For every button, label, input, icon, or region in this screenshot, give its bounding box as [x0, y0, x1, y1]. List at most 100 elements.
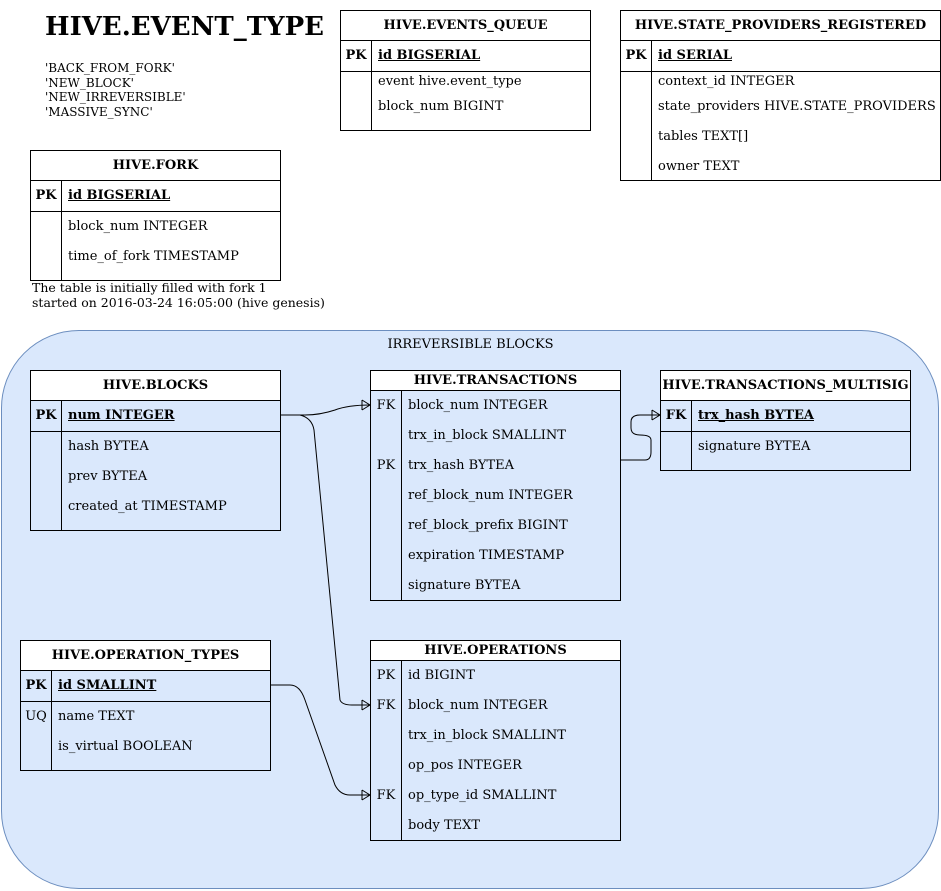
field-name: owner TEXT: [658, 159, 740, 174]
field-row: event hive.event_type: [341, 72, 590, 97]
operations-table: HIVE.OPERATIONS PK id BIGINT FK block_nu…: [370, 640, 621, 841]
field-row: trx_in_block SMALLINT: [371, 421, 620, 451]
field-row: FK op_type_id SMALLINT: [371, 781, 620, 811]
field-row: created_at TIMESTAMP: [31, 492, 280, 522]
field-row: time_of_fork TIMESTAMP: [31, 242, 280, 272]
field-row: prev BYTEA: [31, 462, 280, 492]
field-row: ref_block_num INTEGER: [371, 481, 620, 511]
table-title: HIVE.TRANSACTIONS_MULTISIG: [661, 371, 910, 401]
field-name: tables TEXT[]: [658, 129, 749, 144]
field-name: ref_block_prefix BIGINT: [408, 518, 568, 533]
field-row: block_num BIGINT: [341, 97, 590, 122]
field-row: hash BYTEA: [31, 432, 280, 462]
field-row: context_id INTEGER: [621, 72, 940, 97]
key-marker: PK: [376, 458, 396, 473]
field-name: block_num BIGINT: [378, 99, 504, 114]
column-divider: [651, 41, 652, 180]
field-name: op_pos INTEGER: [408, 758, 522, 773]
field-row: signature BYTEA: [661, 432, 910, 462]
field-name: created_at TIMESTAMP: [68, 499, 227, 514]
field-row: is_virtual BOOLEAN: [21, 732, 270, 762]
field-name: signature BYTEA: [408, 578, 521, 593]
key-marker: PK: [25, 678, 47, 693]
field-name: is_virtual BOOLEAN: [58, 739, 193, 754]
field-name: trx_hash BYTEA: [698, 408, 814, 423]
field-row: owner TEXT: [621, 157, 940, 187]
connector-blocks-transactions: [281, 404, 371, 416]
pk-row: PK id SMALLINT: [21, 671, 270, 702]
table-title: HIVE.OPERATIONS: [371, 641, 620, 661]
crowfoot-marker: [361, 699, 371, 711]
field-row: ref_block_prefix BIGINT: [371, 511, 620, 541]
crowfoot-marker: [651, 409, 661, 421]
blocks-table: HIVE.BLOCKS PK num INTEGER hash BYTEA pr…: [30, 370, 281, 531]
field-name: op_type_id SMALLINT: [408, 788, 557, 803]
enum-value: 'MASSIVE_SYNC': [45, 104, 153, 119]
pk-row: PK num INTEGER: [31, 401, 280, 432]
event-type-title: HIVE.EVENT_TYPE: [45, 12, 324, 42]
column-divider: [51, 671, 52, 770]
pk-row: FK trx_hash BYTEA: [661, 401, 910, 432]
table-title: HIVE.TRANSACTIONS: [371, 371, 620, 391]
key-marker: PK: [376, 668, 396, 683]
column-divider: [401, 661, 402, 840]
field-name: expiration TIMESTAMP: [408, 548, 565, 563]
field-name: body TEXT: [408, 818, 481, 833]
enum-value: 'BACK_FROM_FORK': [45, 61, 175, 75]
events-queue-table: HIVE.EVENTS_QUEUE PK id BIGSERIAL event …: [340, 10, 591, 131]
field-name: ref_block_num INTEGER: [408, 488, 573, 503]
field-name: id SERIAL: [658, 48, 732, 63]
table-title: HIVE.EVENTS_QUEUE: [341, 11, 590, 41]
key-marker: PK: [345, 48, 367, 63]
note-line: The table is initially filled with fork …: [32, 280, 267, 295]
field-name: name TEXT: [58, 709, 135, 724]
field-name: trx_in_block SMALLINT: [408, 728, 566, 743]
connector-transactions-multisig: [621, 414, 660, 461]
field-name: id BIGSERIAL: [68, 188, 171, 203]
region-label: IRREVERSIBLE BLOCKS: [387, 337, 554, 352]
table-title: HIVE.FORK: [31, 151, 280, 181]
pk-row: PK id SERIAL: [621, 41, 940, 72]
field-row: op_pos INTEGER: [371, 751, 620, 781]
connector-optypes-operations: [271, 684, 370, 796]
field-row: PK id BIGINT: [371, 661, 620, 691]
enum-value: 'NEW_IRREVERSIBLE': [45, 90, 186, 104]
field-row: trx_in_block SMALLINT: [371, 721, 620, 751]
field-name: id BIGINT: [408, 668, 475, 683]
key-marker: FK: [376, 398, 396, 413]
pk-row: PK id BIGSERIAL: [31, 181, 280, 212]
state-providers-table: HIVE.STATE_PROVIDERS_REGISTERED PK id SE…: [620, 10, 941, 181]
fork-table: HIVE.FORK PK id BIGSERIAL block_num INTE…: [30, 150, 281, 281]
field-row: signature BYTEA: [371, 571, 620, 601]
field-name: hash BYTEA: [68, 439, 149, 454]
key-marker: PK: [625, 48, 647, 63]
field-row: tables TEXT[]: [621, 127, 940, 157]
transactions-table: HIVE.TRANSACTIONS FK block_num INTEGER t…: [370, 370, 621, 601]
key-marker: PK: [35, 408, 57, 423]
field-row: UQ name TEXT: [21, 702, 270, 732]
column-divider: [691, 401, 692, 470]
key-marker: PK: [35, 188, 57, 203]
fork-note: The table is initially filled with fork …: [32, 280, 325, 310]
field-name: state_providers HIVE.STATE_PROVIDERS: [658, 99, 936, 114]
transactions-multisig-table: HIVE.TRANSACTIONS_MULTISIG FK trx_hash B…: [660, 370, 911, 471]
field-name: time_of_fork TIMESTAMP: [68, 249, 239, 264]
operation-types-table: HIVE.OPERATION_TYPES PK id SMALLINT UQ n…: [20, 640, 271, 771]
column-divider: [61, 181, 62, 280]
field-name: trx_hash BYTEA: [408, 458, 515, 473]
key-marker: UQ: [25, 709, 47, 724]
field-name: signature BYTEA: [698, 439, 811, 454]
field-row: FK block_num INTEGER: [371, 691, 620, 721]
connector-blocks-operations: [281, 414, 370, 706]
table-title: HIVE.BLOCKS: [31, 371, 280, 401]
key-marker: FK: [376, 788, 396, 803]
note-line: started on 2016-03-24 16:05:00 (hive gen…: [32, 294, 325, 310]
field-name: block_num INTEGER: [408, 698, 548, 713]
field-name: id BIGSERIAL: [378, 48, 481, 63]
column-divider: [401, 391, 402, 600]
field-name: prev BYTEA: [68, 469, 148, 484]
enum-value: 'NEW_BLOCK': [45, 75, 134, 90]
event-type-values: 'BACK_FROM_FORK' 'NEW_BLOCK' 'NEW_IRREVE…: [45, 61, 186, 119]
field-row: expiration TIMESTAMP: [371, 541, 620, 571]
